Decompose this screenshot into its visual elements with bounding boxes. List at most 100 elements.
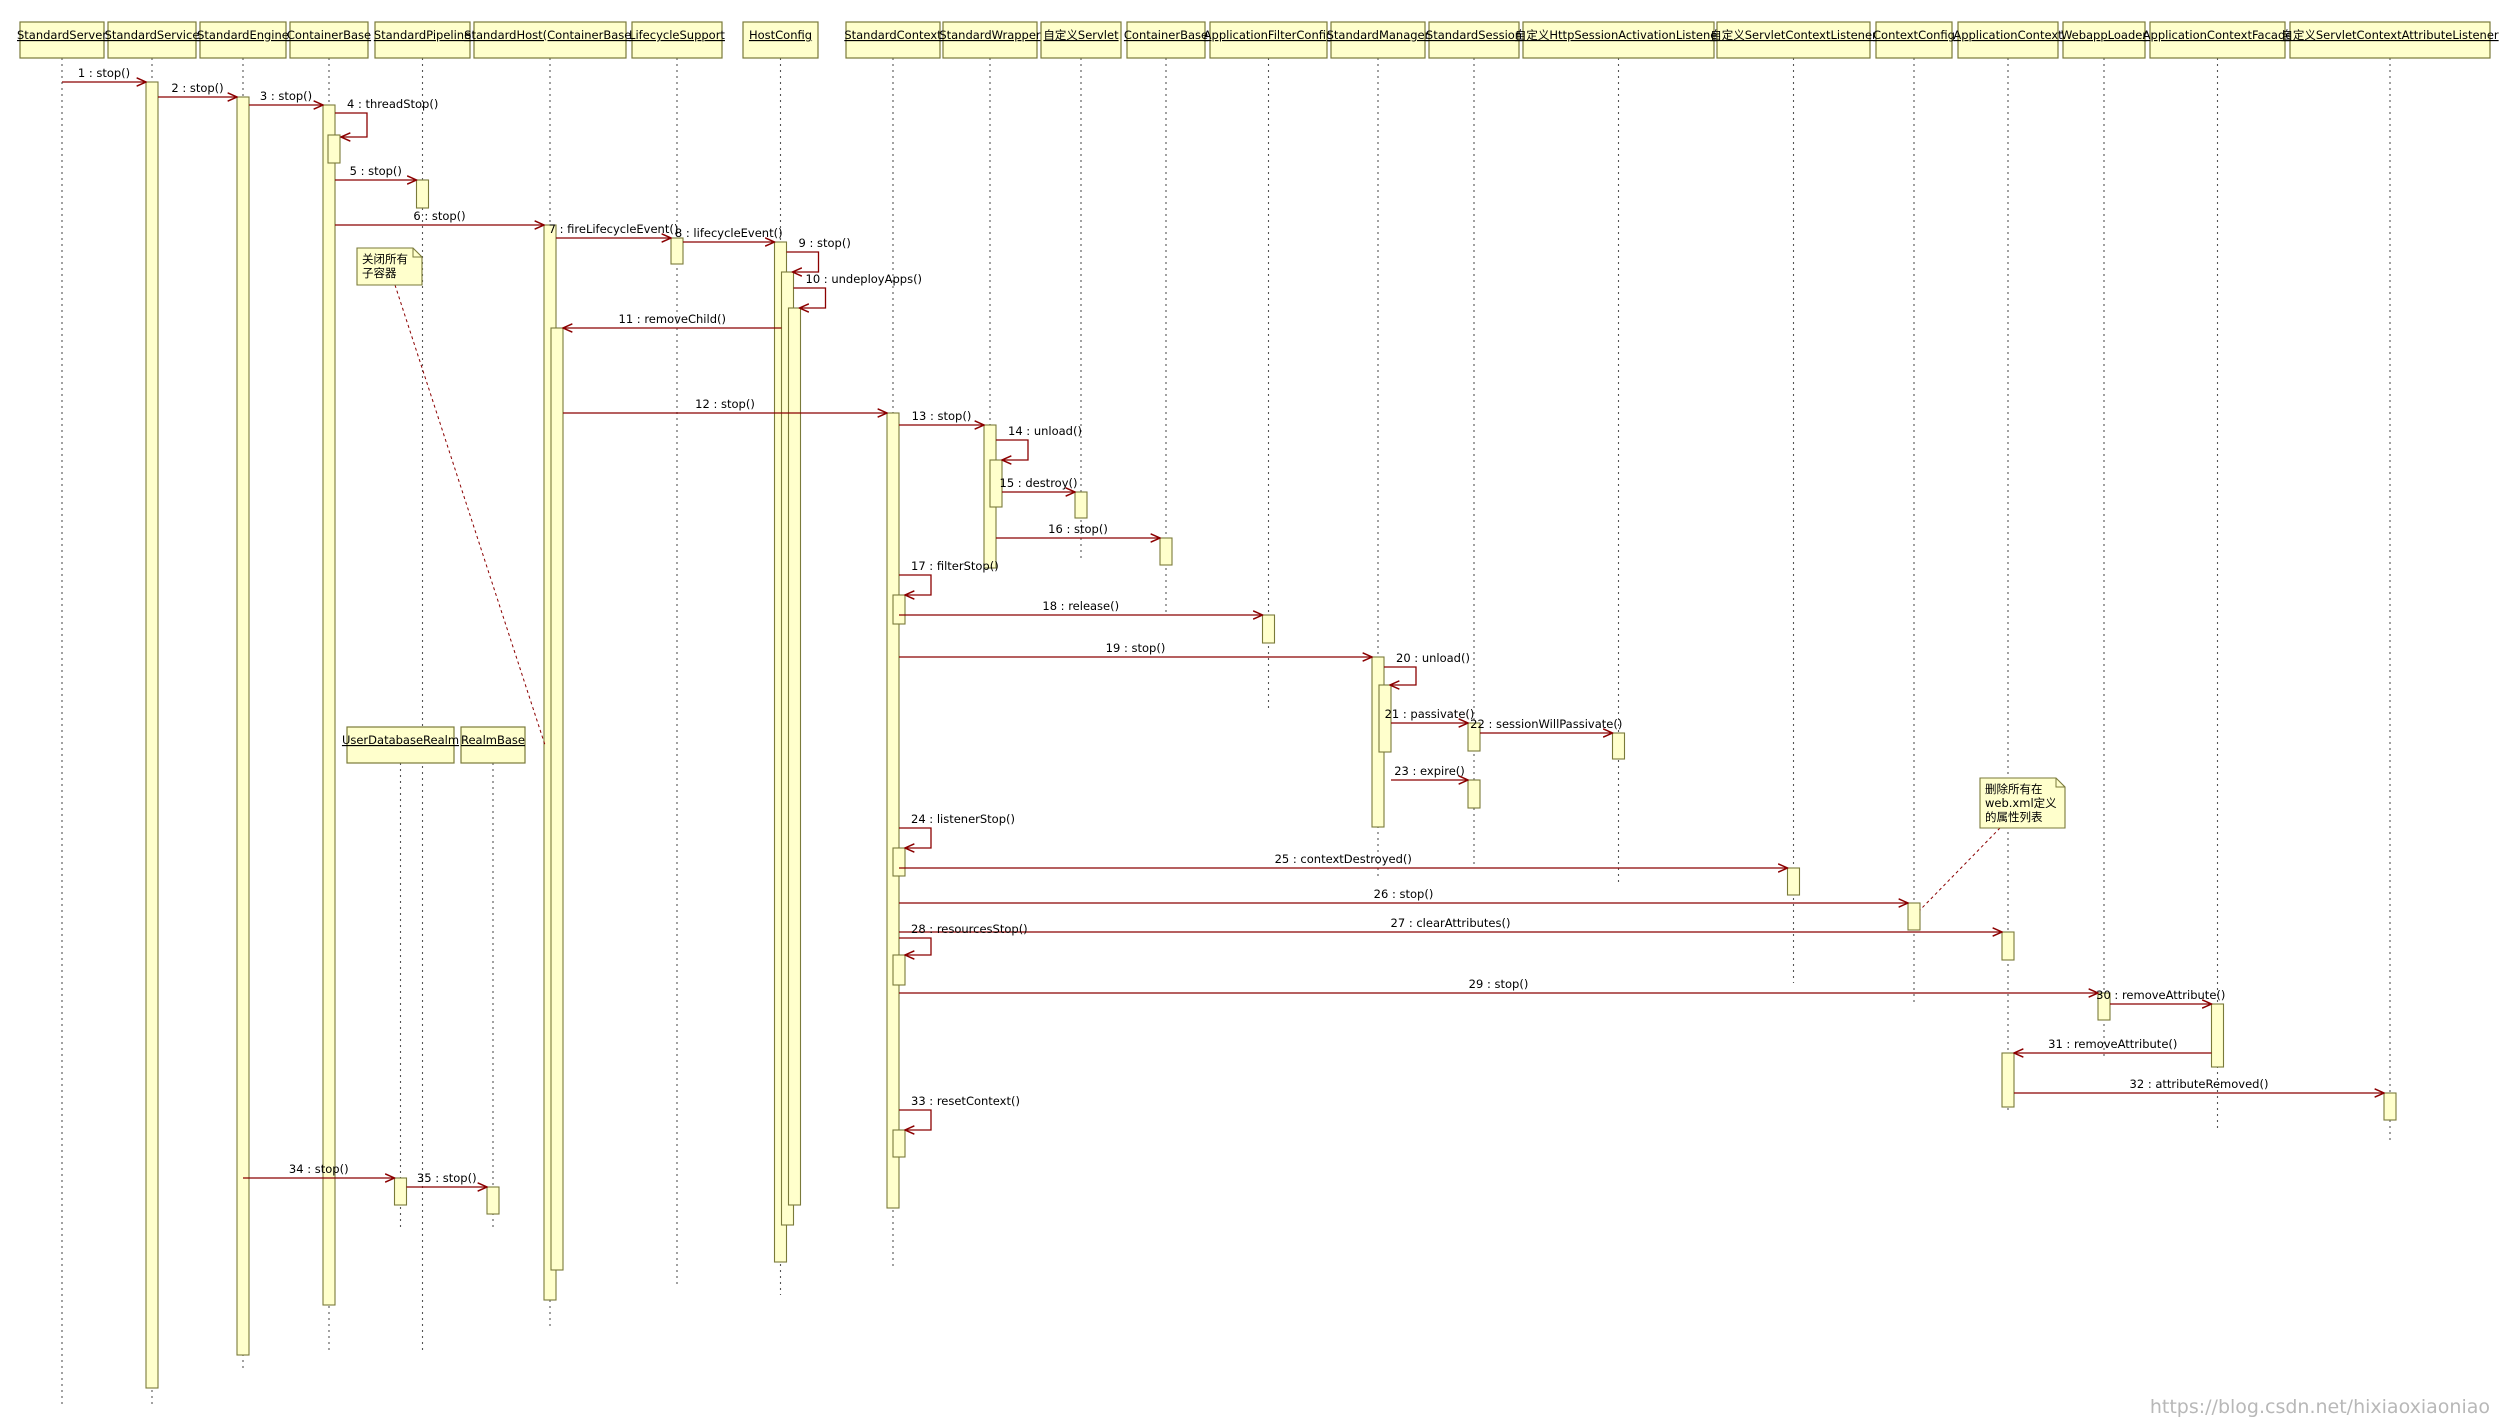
message-31: 31 : removeAttribute(): [2014, 1037, 2212, 1053]
message-label: 5 : stop(): [350, 164, 402, 178]
note-box: [1979, 777, 2066, 829]
message-23: 23 : expire(): [1391, 764, 1468, 780]
participant-box: [1209, 21, 1328, 59]
activation-StandardManager: [1378, 684, 1392, 753]
participant-label: 自定义Servlet: [1043, 28, 1119, 42]
participant-label: WebappLoader: [2061, 28, 2147, 42]
message-label: 4 : threadStop(): [347, 97, 438, 111]
message-28: 28 : resourcesStop(): [899, 922, 1028, 955]
message-label: 8 : lifecycleEvent(): [675, 226, 783, 240]
self-message-line: [335, 112, 368, 137]
message-label: 18 : release(): [1042, 599, 1119, 613]
participant-ContextConfig: ContextConfig: [1873, 21, 1955, 59]
message-label: 10 : undeployApps(): [806, 272, 923, 286]
message-7: 7 : fireLifecycleEvent(): [549, 222, 679, 238]
participant-UserDatabaseRealm: UserDatabaseRealm: [342, 726, 459, 764]
self-message-line: [996, 439, 1029, 460]
participant-box: [199, 21, 287, 59]
self-message-line: [899, 574, 932, 595]
note-text: 关闭所有: [362, 252, 408, 266]
participant-label: ApplicationContextFacade: [2143, 28, 2293, 42]
participant-StandardEngine: StandardEngine: [197, 21, 289, 59]
participant-box: [845, 21, 941, 59]
message-label: 30 : removeAttribute(): [2096, 988, 2225, 1002]
participant-label: StandardWrapper: [939, 28, 1041, 42]
message-label: 21 : passivate(): [1385, 707, 1475, 721]
self-message-line: [899, 1109, 932, 1130]
message-label: 27 : clearAttributes(): [1391, 916, 1511, 930]
activation-StandardPipeline: [415, 179, 430, 209]
message-label: 28 : resourcesStop(): [911, 922, 1028, 936]
message-16: 16 : stop(): [996, 522, 1160, 538]
participant-StandardContext: StandardContext: [844, 21, 942, 59]
participant-label: UserDatabaseRealm: [342, 733, 459, 747]
message-label: 24 : listenerStop(): [911, 812, 1015, 826]
participant-CustomHSAL: 自定义HttpSessionActivationListener: [1515, 21, 1722, 59]
participant-box: [107, 21, 197, 59]
message-label: 17 : filterStop(): [911, 559, 999, 573]
message-27: 27 : clearAttributes(): [899, 916, 2002, 932]
activation-StandardHost: [550, 327, 564, 1271]
note-connector: [1919, 827, 2001, 911]
message-label: 22 : sessionWillPassivate(): [1470, 717, 1622, 731]
message-35: 35 : stop(): [406, 1171, 488, 1187]
message-17: 17 : filterStop(): [899, 559, 999, 595]
message-label: 29 : stop(): [1469, 977, 1529, 991]
message-8: 8 : lifecycleEvent(): [675, 226, 783, 242]
activation-ApplicationContextFacade: [2210, 1003, 2225, 1068]
message-13: 13 : stop(): [899, 409, 984, 425]
message-label: 19 : stop(): [1106, 641, 1166, 655]
message-1: 1 : stop(): [62, 66, 146, 82]
self-message-line: [899, 827, 932, 848]
message-30: 30 : removeAttribute(): [2096, 988, 2225, 1004]
message-11: 11 : removeChild(): [563, 312, 782, 328]
participant-box: [1716, 21, 1871, 59]
message-label: 7 : fireLifecycleEvent(): [549, 222, 679, 236]
message-10: 10 : undeployApps(): [793, 272, 923, 308]
activation-CustomHSAL: [1611, 732, 1626, 760]
message-label: 1 : stop(): [78, 66, 130, 80]
participant-box: [1330, 21, 1426, 59]
participant-box: [2289, 21, 2491, 59]
message-20: 20 : unload(): [1384, 651, 1470, 685]
participant-box: [1957, 21, 2059, 59]
participant-label: StandardContext: [844, 28, 942, 42]
message-label: 2 : stop(): [171, 81, 223, 95]
activation-ContainerBase1: [327, 134, 341, 164]
participant-headers: StandardServerStandardServiceStandardEng…: [17, 21, 2499, 764]
message-label: 3 : stop(): [260, 89, 312, 103]
message-label: 34 : stop(): [289, 1162, 349, 1176]
participant-label: ContainerBase: [1124, 28, 1208, 42]
participant-ApplicationContext: ApplicationContext: [1953, 21, 2063, 59]
participant-label: 自定义HttpSessionActivationListener: [1515, 28, 1722, 42]
activation-ApplicationContext: [2001, 1052, 2015, 1108]
participant-box: [942, 21, 1038, 59]
message-5: 5 : stop(): [335, 164, 417, 180]
message-label: 23 : expire(): [1394, 764, 1465, 778]
message-label: 20 : unload(): [1396, 651, 1470, 665]
message-22: 22 : sessionWillPassivate(): [1470, 717, 1622, 733]
activation-StandardContext: [892, 954, 906, 986]
activation-StandardContext: [892, 594, 906, 625]
self-message-line: [786, 251, 820, 272]
participant-box: [460, 726, 526, 764]
messages: 1 : stop() 2 : stop() 3 : stop() 4 : thread…: [62, 66, 2384, 1187]
participant-label: StandardService: [105, 28, 200, 42]
message-4: 4 : threadStop(): [335, 97, 438, 137]
participant-label: StandardHost(ContainerBase): [464, 28, 636, 42]
message-6: 6 : stop(): [335, 209, 544, 225]
participant-label: 自定义ServletContextAttributeListener: [2281, 28, 2499, 42]
participant-label: ContainerBase: [287, 28, 371, 42]
participant-label: LifecycleSupport: [629, 28, 725, 42]
message-label: 11 : removeChild(): [619, 312, 726, 326]
activation-StandardSession: [1467, 722, 1481, 752]
message-label: 13 : stop(): [912, 409, 972, 423]
message-21: 21 : passivate(): [1385, 707, 1475, 723]
participant-box: [19, 21, 105, 59]
message-label: 6 : stop(): [413, 209, 465, 223]
participant-label: StandardManager: [1327, 28, 1430, 42]
activation-bars: [145, 81, 2397, 1389]
